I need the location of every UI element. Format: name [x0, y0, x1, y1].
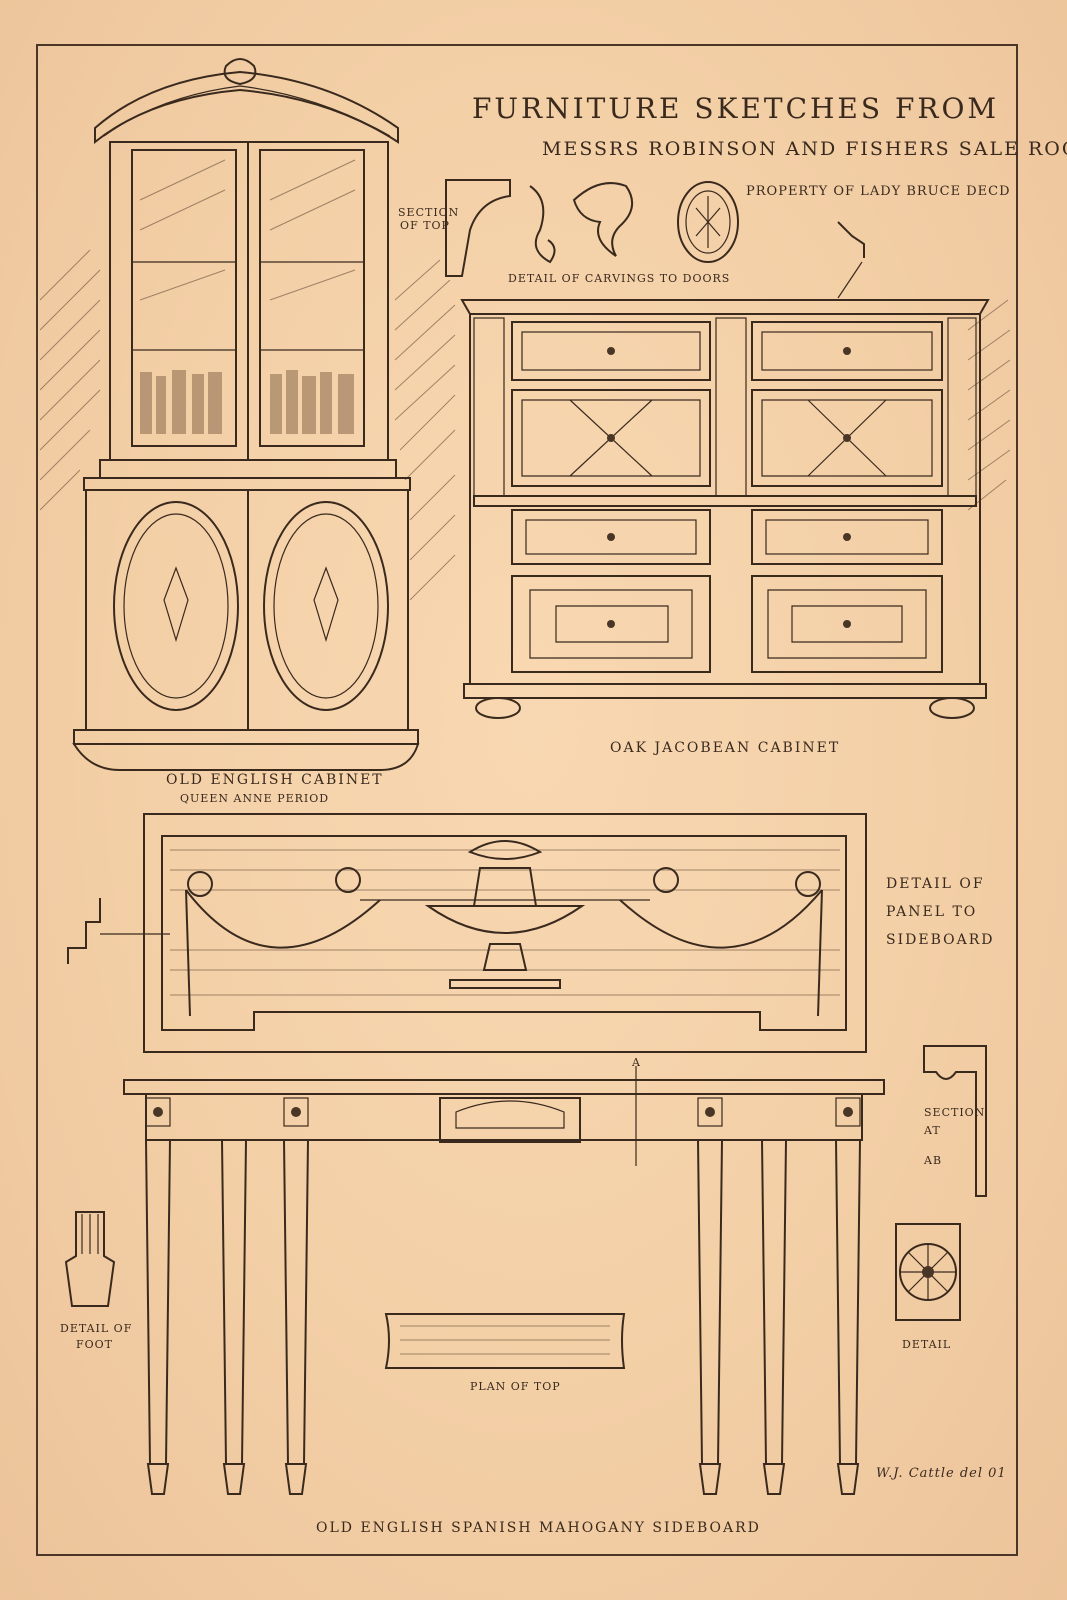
provenance-label: Property of Lady Bruce decd	[746, 184, 1011, 199]
section-of-top-label: Section of Top	[398, 206, 460, 232]
section-ab-label-line3: AB	[924, 1154, 943, 1167]
sideboard-drawing	[64, 1045, 987, 1495]
jacobean-cabinet-title: Oak Jacobean Cabinet	[610, 740, 841, 756]
artist-signature: W.J. Cattle del 01	[876, 1466, 1007, 1481]
queen-anne-period-label: Queen Anne Period	[180, 792, 330, 805]
rosette-detail-label: Detail	[902, 1338, 952, 1351]
sideboard-legs	[144, 1139, 862, 1495]
sideboard-panel-drawing	[67, 813, 867, 1053]
panel-detail-label-line1: Detail of	[886, 876, 985, 892]
section-ab-label-line1: Section	[924, 1106, 986, 1119]
sideboard-title: Old English Spanish Mahogany Sideboard	[316, 1520, 761, 1536]
panel-detail-label-line2: Panel to	[886, 904, 978, 920]
page-subtitle: Messrs Robinson and Fishers Sale Rooms	[542, 138, 1067, 160]
section-ab-label-line2: at	[924, 1124, 941, 1137]
carving-details-drawing	[445, 179, 865, 299]
panel-detail-label-line3: Sideboard	[886, 932, 995, 948]
jacobean-cabinet-drawing	[460, 299, 1011, 719]
carvings-detail-label: Detail of carvings to doors	[508, 272, 731, 285]
plan-of-top-label: Plan of Top	[470, 1380, 561, 1393]
foot-detail-label-line2: Foot	[76, 1338, 114, 1351]
plate-border	[36, 44, 1018, 1556]
section-marker-a: A	[632, 1056, 641, 1069]
foot-detail-label-line1: Detail of	[60, 1322, 133, 1335]
queen-anne-cabinet-title: Old English Cabinet	[166, 772, 384, 788]
page-title: Furniture Sketches from	[472, 92, 1000, 125]
queen-anne-cabinet-drawing	[39, 58, 456, 771]
jacobean-drawers	[473, 321, 977, 673]
